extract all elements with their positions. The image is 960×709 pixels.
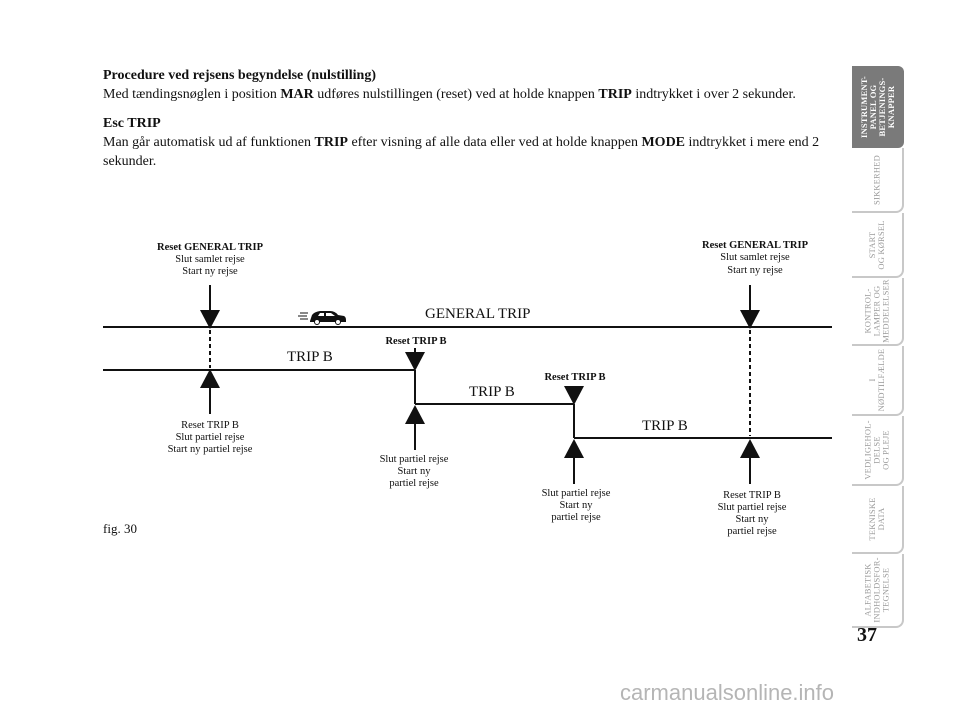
annotation-reset-trip-b: Reset TRIP B <box>181 420 239 431</box>
section-heading-esc-trip: Esc TRIP <box>103 116 161 131</box>
text-run: Man går automatisk ud af funktionen <box>103 135 315 150</box>
tab-kontrollamper[interactable]: KONTROL- LAMPER OG MEDDELELSER <box>852 278 904 346</box>
annotation-partiel-rejse: partiel rejse <box>389 478 439 489</box>
arrow-down-icon <box>405 352 425 371</box>
arrow-up-icon <box>740 439 760 458</box>
annotation-slut-samlet-rejse: Slut samlet rejse <box>175 254 245 265</box>
tab-label: SIKKERHED <box>871 154 882 205</box>
annotation-reset-trip-b: Reset TRIP B <box>544 372 605 383</box>
text-run-bold: TRIP <box>598 87 632 102</box>
annotation-partiel-rejse: partiel rejse <box>551 512 601 523</box>
text-run: indtrykket i mere end 2 sekunder. <box>103 135 820 169</box>
trip-b-label-1: TRIP B <box>287 349 333 365</box>
tab-label: TEKNISKE DATA <box>867 497 886 541</box>
trip-b-label-3: TRIP B <box>642 418 688 434</box>
tab-vedligeholdelse[interactable]: VEDLIGEHOL- DELSE OG PLEJE <box>852 416 904 486</box>
annotation-slut-samlet-rejse: Slut samlet rejse <box>720 252 790 263</box>
paragraph-reset: Med tændingsnøglen i position MAR udføre… <box>103 85 833 104</box>
annotation-start-ny-rejse: Start ny rejse <box>727 265 783 276</box>
tab-start-og-korsel[interactable]: START OG KØRSEL <box>852 213 904 278</box>
car-icon <box>298 311 346 325</box>
annotation-partiel-rejse: partiel rejse <box>727 526 777 537</box>
annotation-start-ny: Start ny <box>560 500 594 511</box>
annotation-reset-trip-b: Reset TRIP B <box>723 490 781 501</box>
tab-sikkerhed[interactable]: SIKKERHED <box>852 148 904 213</box>
annotation-reset-trip-b: Reset TRIP B <box>385 336 446 347</box>
page-number: 37 <box>857 624 877 646</box>
arrow-up-icon <box>564 439 584 458</box>
figure-label: fig. 30 <box>103 521 137 536</box>
annotation-start-ny-rejse: Start ny rejse <box>182 266 238 277</box>
trip-b-label-2: TRIP B <box>469 384 515 400</box>
tab-label: ALFABETISK INDHOLDSFOR- TEGNELSE <box>862 557 891 623</box>
arrow-down-icon <box>564 386 584 405</box>
tab-tekniske-data[interactable]: TEKNISKE DATA <box>852 486 904 554</box>
arrow-down-icon <box>200 310 220 329</box>
watermark: carmanualsonline.info <box>620 680 835 705</box>
annotation-reset-general-trip: Reset GENERAL TRIP <box>157 242 264 253</box>
arrow-up-icon <box>405 405 425 424</box>
text-run: udføres nulstillingen (reset) ved at hol… <box>313 87 599 102</box>
annotation-slut-partiel-rejse: Slut partiel rejse <box>542 488 611 499</box>
arrow-down-icon <box>740 310 760 329</box>
annotation-slut-partiel-rejse: Slut partiel rejse <box>718 502 787 513</box>
annotation-start-ny-partiel-rejse: Start ny partiel rejse <box>168 444 253 455</box>
text-run: Med tændingsnøglen i position <box>103 87 281 102</box>
annotation-start-ny: Start ny <box>736 514 770 525</box>
tab-label: I NØDTILFÆLDE <box>867 348 886 412</box>
general-trip-label: GENERAL TRIP <box>425 306 530 322</box>
annotation-start-ny: Start ny <box>398 466 432 477</box>
text-run-bold: TRIP <box>314 135 348 150</box>
text-run-bold: MODE <box>641 135 686 150</box>
tab-instrumentpanel[interactable]: INSTRUMENT- PANEL OG BETJENINGS- KNAPPER <box>852 66 904 148</box>
text-run: indtrykket i over 2 sekunder. <box>631 87 796 102</box>
tab-label: START OG KØRSEL <box>867 219 886 270</box>
text-run-bold: MAR <box>280 87 314 102</box>
annotation-slut-partiel-rejse: Slut partiel rejse <box>380 454 449 465</box>
tab-label: INSTRUMENT- PANEL OG BETJENINGS- KNAPPER <box>859 76 896 138</box>
arrow-up-icon <box>200 369 220 388</box>
tab-i-nodtilfaelde[interactable]: I NØDTILFÆLDE <box>852 346 904 416</box>
annotation-slut-partiel-rejse: Slut partiel rejse <box>176 432 245 443</box>
section-heading-reset: Procedure ved rejsens begyndelse (nulsti… <box>103 68 376 83</box>
tab-label: VEDLIGEHOL- DELSE OG PLEJE <box>862 420 891 480</box>
body-text: Procedure ved rejsens begyndelse (nulsti… <box>103 66 833 171</box>
tab-alfabetisk-indhold[interactable]: ALFABETISK INDHOLDSFOR- TEGNELSE <box>852 554 904 628</box>
tab-label: KONTROL- LAMPER OG MEDDELELSER <box>862 279 891 343</box>
annotation-reset-general-trip: Reset GENERAL TRIP <box>702 240 809 251</box>
paragraph-esc-trip: Man går automatisk ud af funktionen TRIP… <box>103 133 833 171</box>
text-run: efter visning af alle data eller ved at … <box>347 135 642 150</box>
